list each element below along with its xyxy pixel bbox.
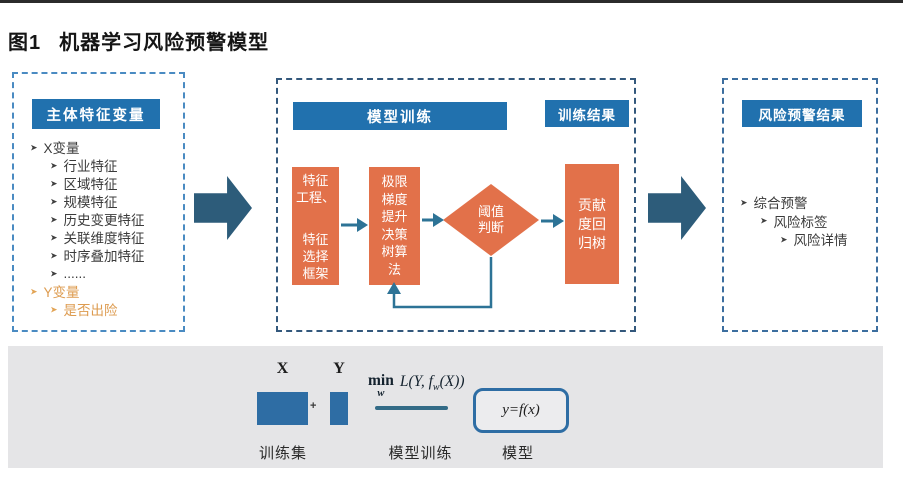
- arrow-bullet-icon: ➤: [50, 268, 58, 278]
- min-subscript: w: [377, 388, 385, 399]
- list-item: ➤ 时序叠加特征: [22, 246, 145, 264]
- box-line: 度回: [578, 215, 606, 232]
- list-item-label: 风险标签: [773, 214, 828, 230]
- list-item-label: 是否出险: [63, 303, 118, 318]
- x-matrix-label: X: [276, 360, 289, 377]
- flow-arrowhead-icon: [433, 213, 444, 227]
- list-item: ➤ 风险标签: [732, 212, 848, 231]
- list-item: ➤ 规模特征: [22, 192, 145, 210]
- list-item-label: X变量: [43, 141, 80, 156]
- right-block-arrow-icon: [648, 176, 706, 240]
- list-item: ➤ 区域特征: [22, 174, 145, 192]
- risk-warning-result-list: ➤ 综合预警 ➤ 风险标签 ➤ 风险详情: [732, 193, 848, 249]
- arrow-bullet-icon: ➤: [50, 250, 58, 260]
- list-item-label: 风险详情: [793, 233, 848, 249]
- min-word: min: [368, 372, 394, 389]
- training-result-header: 训练结果: [545, 100, 629, 127]
- box-line: 树算: [381, 244, 408, 259]
- flow-arrowhead-icon: [553, 214, 564, 228]
- arrow-bullet-icon: ➤: [50, 232, 58, 242]
- figure-title-text: 机器学习风险预警模型: [59, 32, 270, 54]
- feature-variables-panel: 主体特征变量 ➤ X变量 ➤ 行业特征 ➤ 区域特征 ➤ 规模特征 ➤ 历史变更特征 ➤ 关…: [12, 72, 185, 332]
- box-line: 特征: [302, 173, 329, 188]
- list-item-label: 历史变更特征: [63, 213, 145, 228]
- figure-number: 图1: [8, 32, 42, 54]
- model-label: 模型: [501, 445, 534, 462]
- arrow-bullet-icon: ➤: [50, 304, 58, 314]
- risk-warning-result-panel: 风险预警结果 ➤ 综合预警 ➤ 风险标签 ➤ 风险详情: [722, 78, 878, 332]
- figure-title: 图1 机器学习风险预警模型: [8, 26, 269, 55]
- box-line: 决策: [381, 226, 408, 242]
- plus-sign: +: [310, 400, 317, 412]
- feature-variables-header: 主体特征变量: [32, 99, 160, 129]
- gradient-boosting-box: 极限 梯度 提升 决策 树算 法: [369, 167, 420, 285]
- diamond-line: 阈值: [477, 204, 504, 219]
- list-item: ➤ 历史变更特征: [22, 210, 145, 228]
- list-item-label: 关联维度特征: [63, 231, 145, 246]
- flow-arrowhead-icon: [357, 218, 368, 232]
- risk-warning-result-header: 风险预警结果: [742, 100, 862, 127]
- arrow-bullet-icon: ➤: [780, 234, 788, 245]
- list-item: ➤ 风险详情: [732, 230, 848, 249]
- diamond-line: 判断: [477, 220, 504, 235]
- top-rule: [0, 0, 903, 3]
- list-item-label: 行业特征: [63, 159, 118, 174]
- arrow-bullet-icon: ➤: [740, 197, 748, 208]
- min-operator: min w: [368, 372, 394, 400]
- box-line: 工程、: [295, 190, 335, 205]
- loss-suffix: (X)): [439, 373, 465, 390]
- loss-subscript: w: [432, 382, 440, 394]
- loss-function: L(Y, fw(X)): [400, 372, 465, 393]
- model-training-label: 模型训练: [388, 445, 453, 462]
- box-line: 贡献: [578, 196, 606, 213]
- model-function-text: y=f(x): [502, 402, 540, 418]
- feature-variables-list: ➤ X变量 ➤ 行业特征 ➤ 区域特征 ➤ 规模特征 ➤ 历史变更特征 ➤ 关联维度特征 ➤…: [22, 138, 145, 318]
- list-item-label: 时序叠加特征: [63, 249, 145, 264]
- contribution-tree-box: 贡献 度回 归树: [565, 164, 619, 284]
- loss-minimization-formula: min w L(Y, fw(X)): [368, 372, 465, 400]
- arrow-bullet-icon: ➤: [30, 142, 38, 152]
- y-vector-rect: [330, 392, 348, 425]
- list-item-label: ......: [63, 265, 87, 281]
- arrow-bullet-icon: ➤: [50, 196, 58, 206]
- box-line: 梯度: [381, 191, 408, 207]
- box-line: 框架: [302, 266, 329, 281]
- arrow-bullet-icon: ➤: [50, 178, 58, 188]
- list-item-label: 综合预警: [753, 196, 808, 212]
- threshold-decision-diamond: 阈值 判断: [443, 184, 539, 256]
- arrow-bullet-icon: ➤: [50, 160, 58, 170]
- y-vector-label: Y: [333, 360, 345, 377]
- list-item-label: Y变量: [43, 285, 80, 300]
- model-function-box: y=f(x): [473, 388, 569, 433]
- box-line: 法: [387, 261, 401, 277]
- model-training-panel: 模型训练 训练结果 特征 工程、 特征 选择 框架 极限 梯度 提升 决策 树算…: [276, 78, 636, 332]
- list-item: ➤......: [22, 264, 145, 282]
- formula-underline: [375, 406, 448, 410]
- list-item-y-variable: ➤ Y变量: [22, 282, 145, 300]
- list-item: ➤ 关联维度特征: [22, 228, 145, 246]
- list-item-claim-flag: ➤ 是否出险: [22, 300, 145, 318]
- list-item: ➤ X变量: [22, 138, 145, 156]
- arrow-bullet-icon: ➤: [50, 214, 58, 224]
- training-set-label: 训练集: [258, 445, 307, 462]
- list-item: ➤ 行业特征: [22, 156, 145, 174]
- box-line: 极限: [381, 174, 408, 189]
- list-item-label: 规模特征: [63, 195, 118, 210]
- box-line: 提升: [381, 209, 408, 224]
- box-line: 归树: [578, 234, 606, 251]
- right-block-arrow-icon: [194, 176, 252, 240]
- box-line: 选择: [302, 249, 329, 264]
- x-matrix-rect: [257, 392, 308, 425]
- model-training-header: 模型训练: [293, 102, 507, 130]
- arrow-bullet-icon: ➤: [30, 286, 38, 296]
- list-item-label: 区域特征: [63, 177, 118, 192]
- loss-prefix: L(Y, f: [399, 373, 433, 390]
- box-line: 特征: [302, 232, 329, 247]
- legend-band: X Y + 训练集 min w L(Y, fw(X)) 模型训练 y=f(x) …: [8, 346, 883, 468]
- list-item: ➤ 综合预警: [732, 193, 848, 212]
- arrow-bullet-icon: ➤: [760, 215, 768, 226]
- feature-engineering-box: 特征 工程、 特征 选择 框架: [292, 167, 339, 285]
